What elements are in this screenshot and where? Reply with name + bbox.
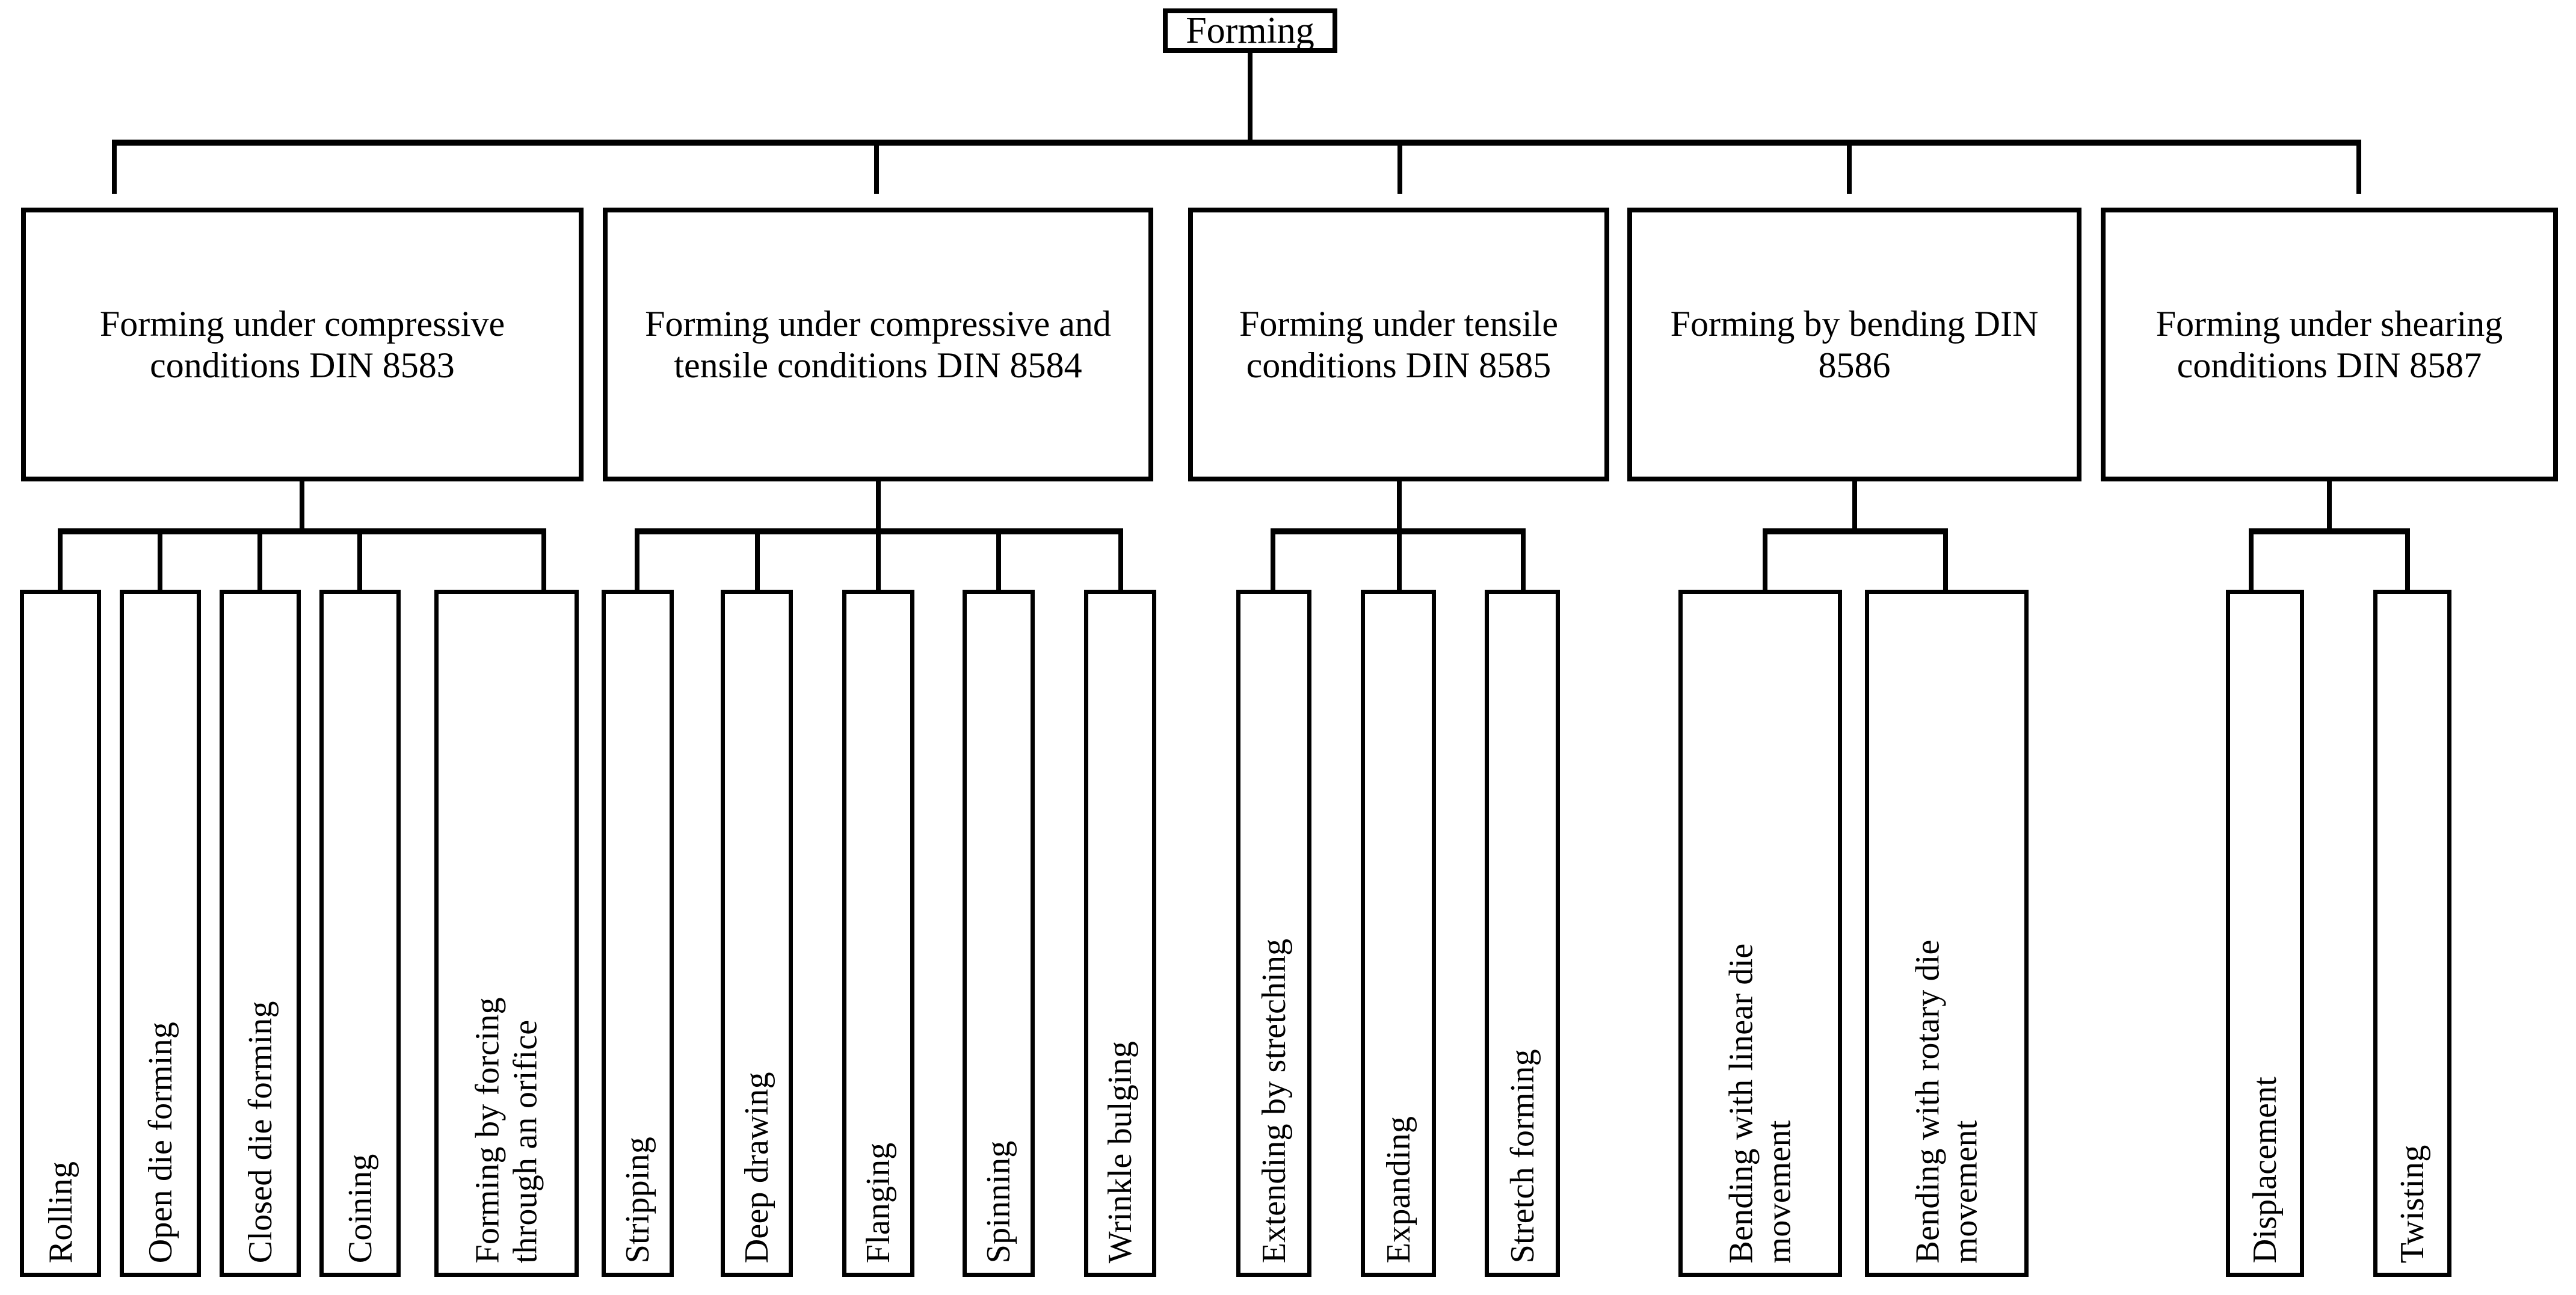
connector-drop-leaf-5-1	[2249, 528, 2254, 592]
connector-drop-leaf-2-3	[876, 528, 881, 592]
connector-stem-din8587	[2327, 481, 2332, 531]
connector-drop-leaf-4-2	[1943, 528, 1948, 592]
connector-drop-leaf-2-5	[1118, 528, 1123, 592]
connector-drop-cat-2	[874, 140, 879, 194]
leaf-label: Displacement	[2246, 1076, 2284, 1263]
connector-stem-din8584	[876, 481, 881, 531]
connector-drop-leaf-1-5	[541, 528, 546, 592]
leaf-label: Stretch forming	[1503, 1048, 1541, 1263]
leaf-box-coining[interactable]: Coining	[319, 590, 401, 1277]
connector-drop-leaf-3-2	[1397, 528, 1402, 592]
leaf-label: Flanging	[859, 1142, 897, 1263]
node-category-din8584[interactable]: Forming under compressive and tensile co…	[603, 208, 1153, 481]
leaf-box-stretch-forming[interactable]: Stretch forming	[1485, 590, 1560, 1277]
leaf-label: Spinning	[979, 1140, 1017, 1263]
connector-drop-cat-5	[2356, 140, 2361, 194]
connector-root-stem	[1248, 53, 1253, 143]
connector-drop-cat-1	[112, 140, 117, 194]
leaf-label: Wrinkle bulging	[1101, 1040, 1139, 1263]
connector-drop-cat-3	[1397, 140, 1402, 194]
leaf-box-open-die-forming[interactable]: Open die forming	[120, 590, 201, 1277]
connector-drop-leaf-2-4	[996, 528, 1001, 592]
connector-drop-cat-4	[1847, 140, 1852, 194]
connector-drop-leaf-1-3	[257, 528, 262, 592]
connector-drop-leaf-2-2	[755, 528, 760, 592]
connector-bus-din8583	[58, 528, 546, 534]
leaf-label: Closed die forming	[241, 1001, 279, 1263]
node-category-label: Forming under compressive conditions DIN…	[99, 304, 505, 385]
leaf-box-spinning[interactable]: Spinning	[963, 590, 1035, 1277]
connector-drop-leaf-3-3	[1521, 528, 1526, 592]
connector-drop-leaf-5-2	[2405, 528, 2410, 592]
leaf-box-deep-drawing[interactable]: Deep drawing	[721, 590, 793, 1277]
leaf-box-displacement[interactable]: Displacement	[2226, 590, 2304, 1277]
leaf-box-wrinkle-bulging[interactable]: Wrinkle bulging	[1084, 590, 1156, 1277]
node-category-din8587[interactable]: Forming under shearing conditions DIN 85…	[2101, 208, 2558, 481]
connector-drop-leaf-4-1	[1763, 528, 1767, 592]
connector-bus-din8587	[2249, 528, 2410, 534]
leaf-label: Deep drawing	[738, 1071, 775, 1263]
connector-drop-leaf-2-1	[635, 528, 639, 592]
connector-drop-leaf-3-1	[1271, 528, 1275, 592]
leaf-label: Extending by stretching	[1255, 938, 1293, 1263]
connector-bus-din8586	[1763, 528, 1948, 534]
leaf-label: Expanding	[1379, 1116, 1417, 1263]
connector-drop-leaf-1-4	[357, 528, 362, 592]
leaf-box-twisting[interactable]: Twisting	[2373, 590, 2451, 1277]
connector-level1-bus	[112, 140, 2361, 146]
connector-stem-din8585	[1397, 481, 1402, 531]
connector-drop-leaf-1-2	[158, 528, 162, 592]
node-category-din8583[interactable]: Forming under compressive conditions DIN…	[21, 208, 584, 481]
leaf-box-flanging[interactable]: Flanging	[842, 590, 914, 1277]
connector-stem-din8586	[1852, 481, 1857, 531]
leaf-label: Open die forming	[141, 1021, 179, 1263]
leaf-label: Coining	[341, 1154, 379, 1263]
node-category-label: Forming by bending DIN 8586	[1670, 304, 2039, 385]
leaf-box-stripping[interactable]: Stripping	[602, 590, 674, 1277]
node-category-din8585[interactable]: Forming under tensile conditions DIN 858…	[1188, 208, 1609, 481]
leaf-box-expanding[interactable]: Expanding	[1361, 590, 1436, 1277]
node-category-label: Forming under shearing conditions DIN 85…	[2155, 304, 2503, 385]
leaf-label: Rolling	[42, 1161, 79, 1263]
node-category-din8586[interactable]: Forming by bending DIN 8586	[1627, 208, 2081, 481]
leaf-box-rolling[interactable]: Rolling	[20, 590, 101, 1277]
leaf-box-extending-by-stretching[interactable]: Extending by stretching	[1236, 590, 1311, 1277]
node-category-label: Forming under compressive and tensile co…	[645, 304, 1111, 385]
leaf-label: Twisting	[2393, 1145, 2431, 1263]
connector-drop-leaf-1-1	[58, 528, 63, 592]
node-category-label: Forming under tensile conditions DIN 858…	[1239, 304, 1558, 385]
leaf-label: Stripping	[618, 1136, 656, 1263]
leaf-box-closed-die-forming[interactable]: Closed die forming	[220, 590, 301, 1277]
node-root-label: Forming	[1186, 10, 1314, 51]
connector-stem-din8583	[300, 481, 304, 531]
node-root-forming[interactable]: Forming	[1163, 8, 1337, 53]
